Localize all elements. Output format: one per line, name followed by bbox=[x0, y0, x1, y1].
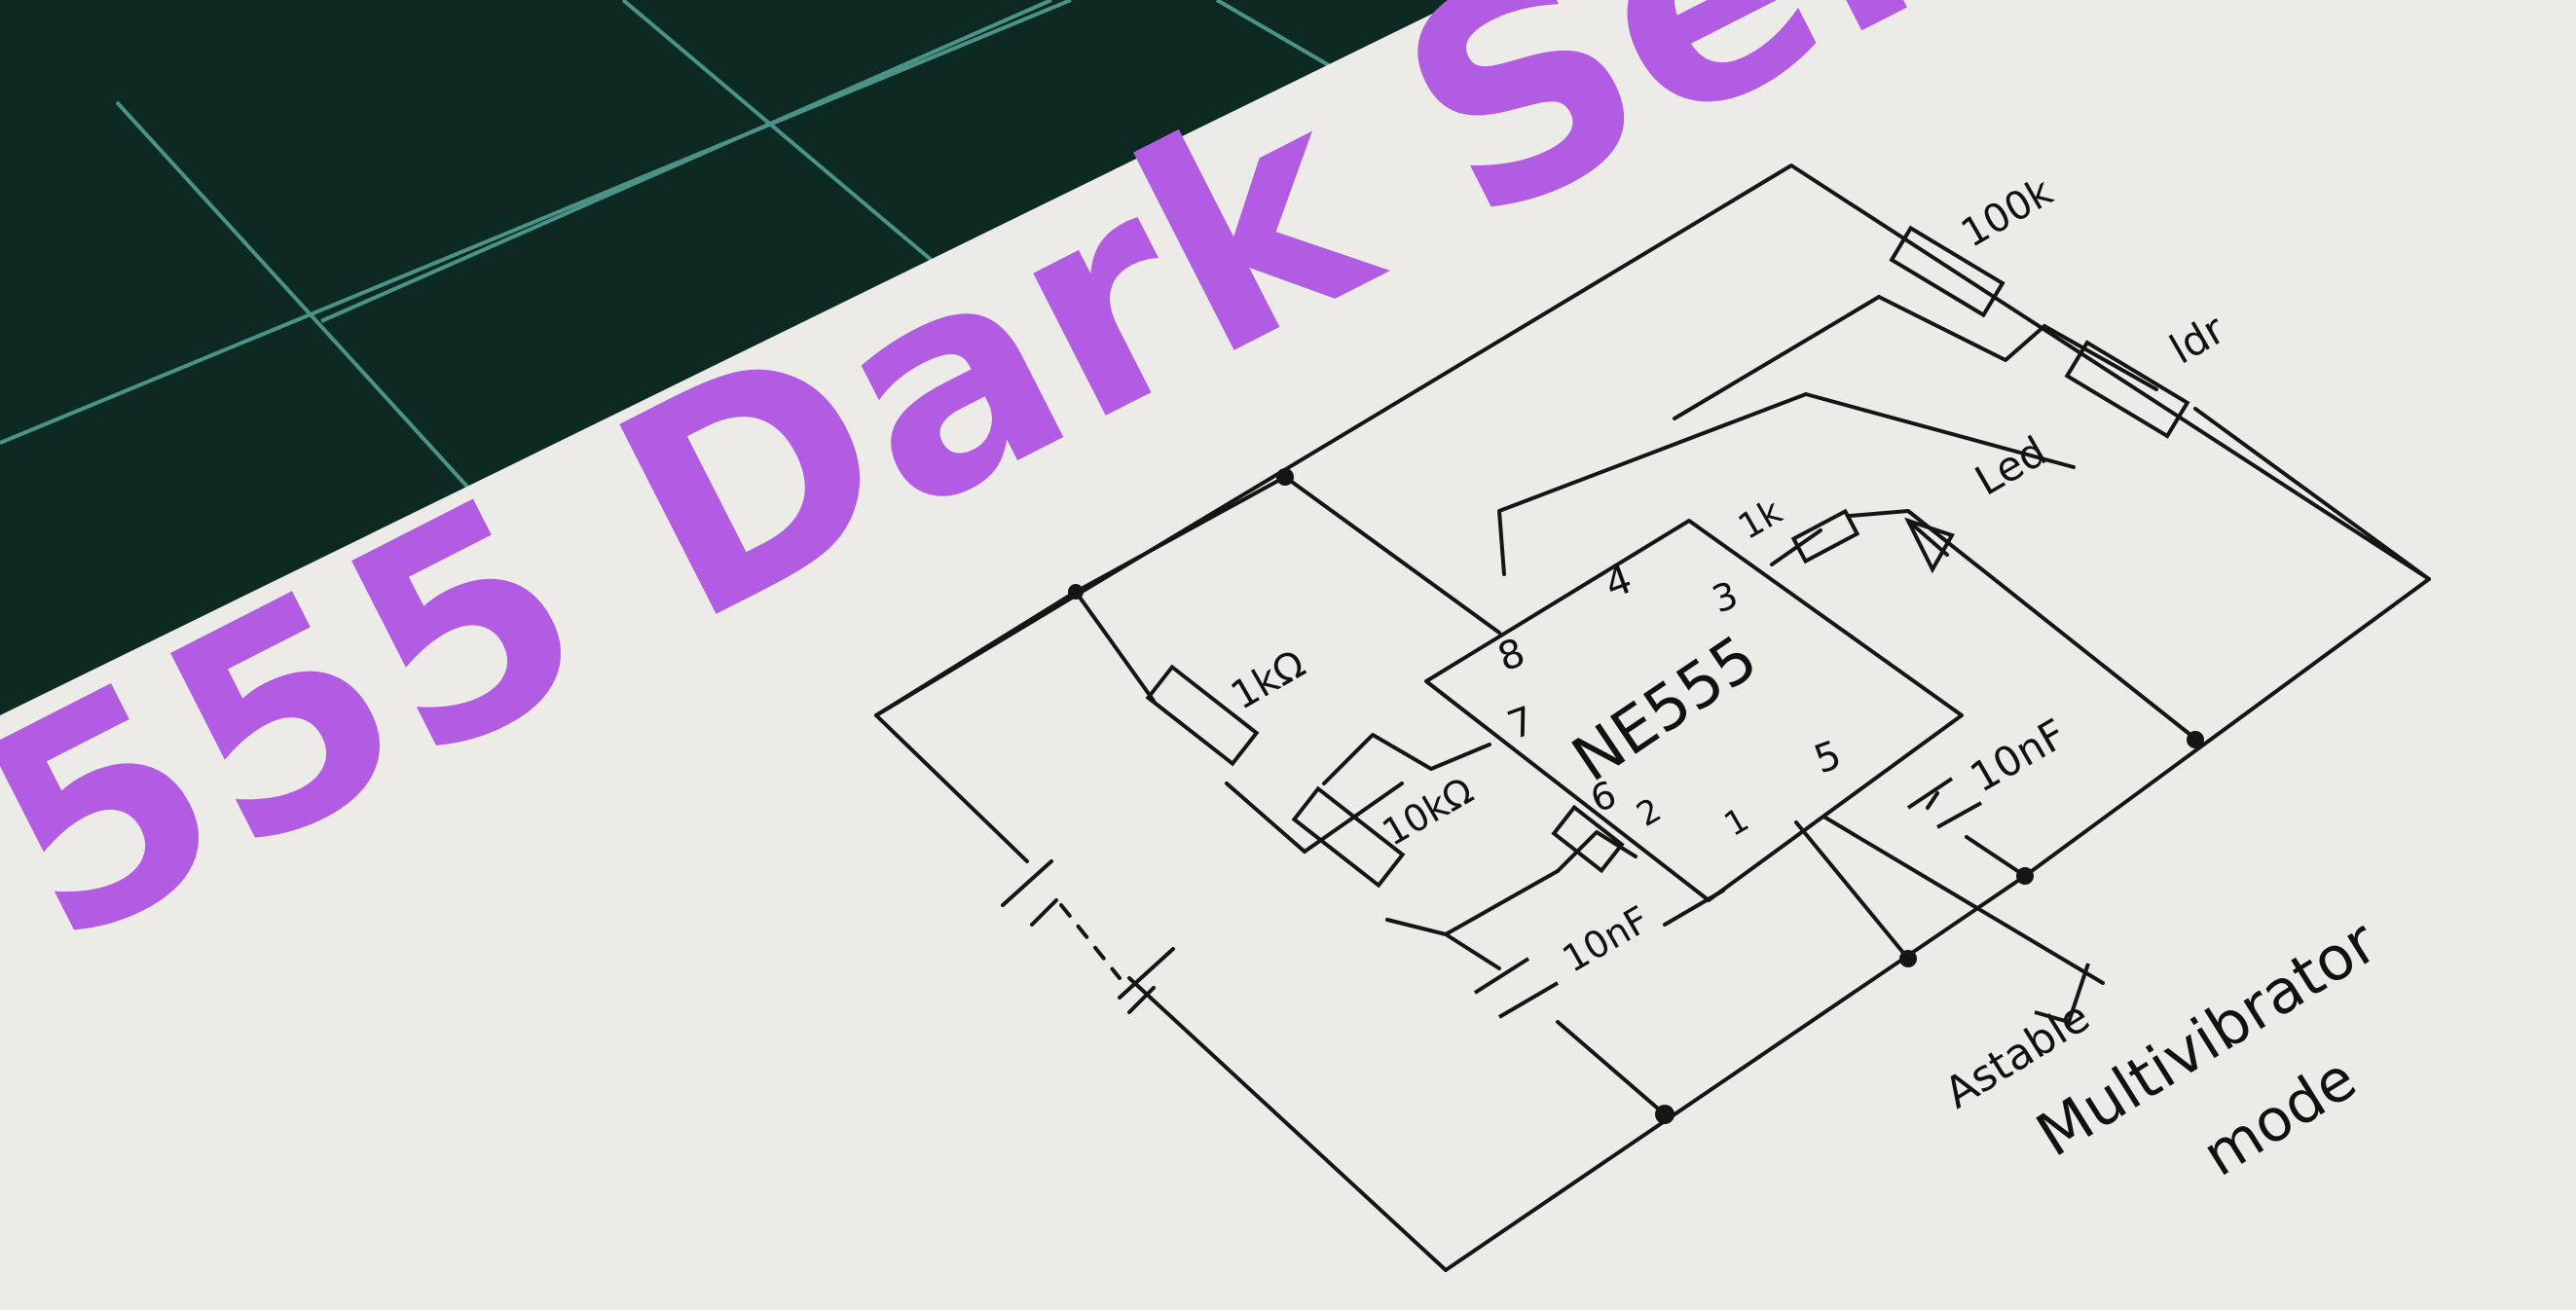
mat-grid bbox=[0, 0, 1336, 489]
note-arrow bbox=[2034, 963, 2090, 1025]
resistor-1k bbox=[1145, 664, 1260, 767]
led-symbol bbox=[1904, 517, 1955, 574]
components bbox=[1145, 225, 2190, 1019]
junction-dots bbox=[1068, 468, 2204, 1124]
resistor-led bbox=[1790, 508, 1860, 564]
resistor-100k bbox=[1889, 225, 2006, 318]
ldr-symbol bbox=[2064, 340, 2190, 439]
resistor-10k bbox=[1291, 785, 1406, 889]
ic-pin-2-pad bbox=[1551, 804, 1625, 874]
